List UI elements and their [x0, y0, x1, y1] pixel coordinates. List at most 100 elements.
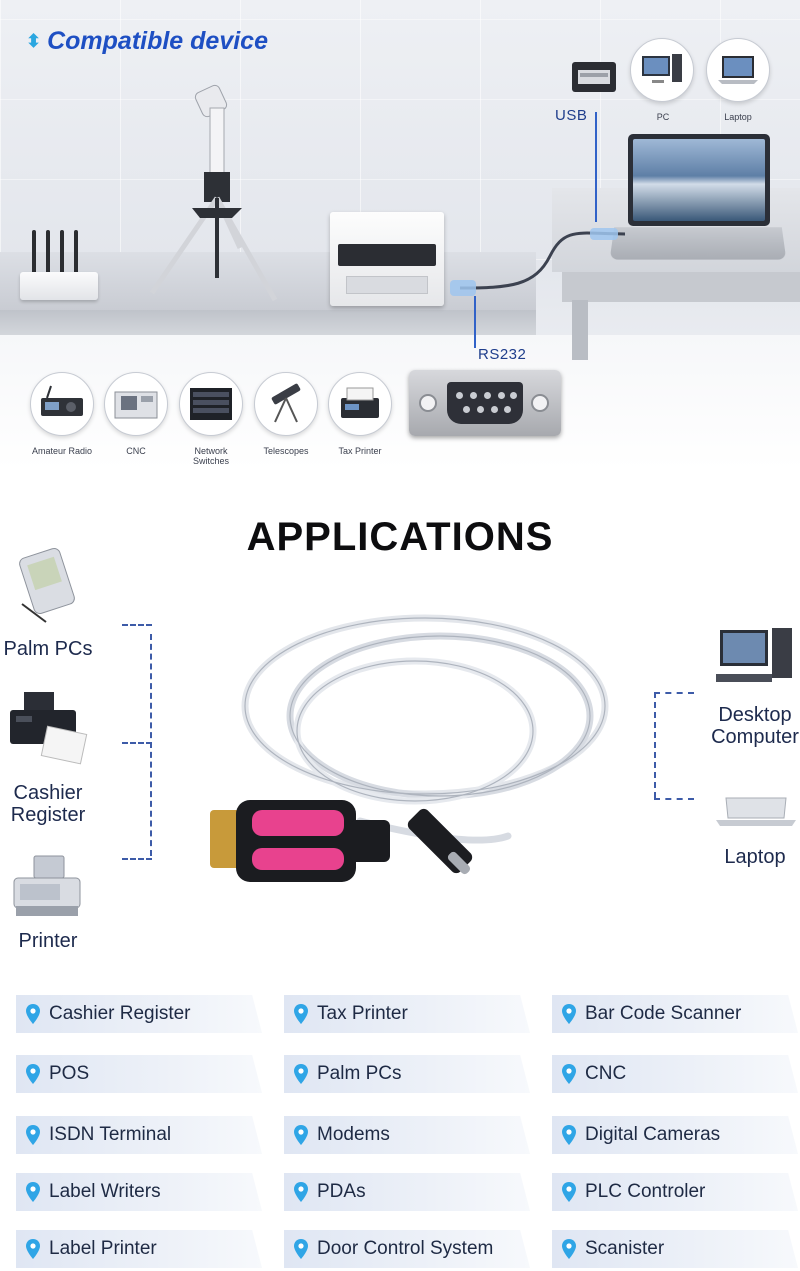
application-tag: Palm PCs	[284, 1055, 530, 1093]
laptop-label: Laptop	[724, 846, 786, 868]
adapter-cable	[450, 228, 626, 296]
cnc-label: CNC	[126, 446, 146, 456]
application-tag-label: Label Writers	[49, 1181, 161, 1202]
application-tag: Label Printer	[16, 1230, 262, 1268]
pc-circle	[630, 38, 694, 102]
location-pin-icon	[294, 1004, 308, 1024]
router-antenna	[46, 230, 50, 274]
db9-connector-icon	[409, 370, 561, 436]
application-tag: Modems	[284, 1116, 530, 1154]
location-pin-icon	[562, 1004, 576, 1024]
cnc-circle	[104, 372, 168, 436]
application-tag-label: PLC Controler	[585, 1181, 706, 1202]
cash-register-icon	[13, 855, 81, 916]
network-switch-icon	[190, 388, 232, 420]
location-pin-icon	[562, 1239, 576, 1259]
router-antenna	[60, 230, 64, 274]
desktop-computer-label: Desktop Computer	[711, 704, 799, 748]
rs232-label: RS232	[478, 346, 527, 363]
telescope-icon	[271, 383, 301, 423]
cnc-machine-icon	[114, 391, 158, 419]
laptop-screen	[628, 134, 770, 226]
location-pin-icon	[26, 1182, 40, 1202]
desktop-computer-icon	[716, 628, 792, 682]
telescopes-label: Telescopes	[263, 446, 309, 456]
connector-line	[150, 634, 152, 856]
desktop-pc-icon	[642, 54, 682, 83]
rs232-callout-line	[474, 296, 476, 348]
application-tag-label: Palm PCs	[317, 1063, 402, 1084]
application-tag-label: CNC	[585, 1063, 627, 1084]
cashier-register-label: Cashier Register	[10, 782, 86, 826]
location-pin-icon	[294, 1125, 308, 1145]
location-pin-icon	[562, 1064, 576, 1084]
telescopes-circle	[254, 372, 318, 436]
compatible-device-title: Compatible device	[47, 27, 268, 55]
shelf-front	[0, 310, 536, 336]
location-pin-icon	[26, 1125, 40, 1145]
location-pin-icon	[562, 1182, 576, 1202]
connector-line	[654, 692, 694, 694]
application-tag-label: ISDN Terminal	[49, 1124, 172, 1145]
application-tag-label: Cashier Register	[49, 1003, 191, 1024]
radio-icon	[41, 385, 83, 416]
application-tag: Bar Code Scanner	[552, 995, 798, 1033]
network-switches-circle	[179, 372, 243, 436]
application-tag: Label Writers	[16, 1173, 262, 1211]
location-pin-icon	[294, 1064, 308, 1084]
usb-callout-line	[595, 112, 597, 222]
amateur-radio-circle	[30, 372, 94, 436]
application-tag: PDAs	[284, 1173, 530, 1211]
tax-printer-icon	[341, 387, 379, 418]
application-tag-label: Door Control System	[317, 1238, 494, 1259]
application-tag: Cashier Register	[16, 995, 262, 1033]
title-marker-icon: ⬍	[26, 31, 42, 51]
application-tag-label: Label Printer	[49, 1238, 157, 1259]
application-tag: Door Control System	[284, 1230, 530, 1268]
tax-printer-circle	[328, 372, 392, 436]
application-tag-label: PDAs	[317, 1181, 366, 1202]
application-tag-label: Digital Cameras	[585, 1124, 721, 1145]
application-tag: Digital Cameras	[552, 1116, 798, 1154]
network-switches-label: Network Switches	[192, 446, 229, 466]
pc-label: PC	[656, 112, 670, 122]
location-pin-icon	[294, 1239, 308, 1259]
application-tag: PLC Controler	[552, 1173, 798, 1211]
application-tag: CNC	[552, 1055, 798, 1093]
laptop-icon	[716, 797, 796, 826]
location-pin-icon	[294, 1182, 308, 1202]
printer-icon	[10, 692, 88, 765]
tax-printer-label: Tax Printer	[338, 446, 382, 456]
section-title: ⬍ Compatible device	[26, 27, 268, 56]
router-icon	[20, 272, 98, 300]
connector-line	[654, 798, 694, 800]
application-tag: Tax Printer	[284, 995, 530, 1033]
usb-c-to-rs232-cable-image	[210, 614, 609, 882]
connector-line	[122, 624, 152, 626]
application-tag-label: Scanister	[585, 1238, 665, 1259]
printer-label: Printer	[18, 930, 78, 952]
router-antenna	[74, 230, 78, 274]
telescope-icon	[149, 84, 278, 302]
applications-title: APPLICATIONS	[246, 515, 554, 559]
application-tag: POS	[16, 1055, 262, 1093]
application-tag-label: Modems	[317, 1124, 390, 1145]
desk-front	[562, 272, 800, 302]
laptop-icon	[718, 56, 758, 84]
printer-icon	[330, 212, 444, 306]
application-tag: Scanister	[552, 1230, 798, 1268]
usb-label: USB	[555, 107, 588, 124]
desk-leg	[572, 300, 588, 360]
location-pin-icon	[562, 1125, 576, 1145]
palm-pcs-label: Palm PCs	[3, 638, 93, 660]
amateur-radio-label: Amateur Radio	[31, 446, 93, 456]
application-tag-label: Tax Printer	[317, 1003, 408, 1024]
application-tag-label: Bar Code Scanner	[585, 1003, 742, 1024]
application-tag: ISDN Terminal	[16, 1116, 262, 1154]
connector-line	[122, 858, 152, 860]
location-pin-icon	[26, 1064, 40, 1084]
location-pin-icon	[26, 1239, 40, 1259]
compatible-device-scene: ⬍ Compatible device USB RS232	[0, 0, 800, 470]
connector-line	[654, 692, 656, 798]
router-antenna	[32, 230, 36, 274]
